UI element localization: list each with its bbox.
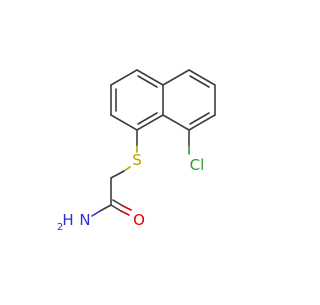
structure-canvas: S Cl O N H 2 — [57, 69, 216, 233]
bond-c4a-c5 — [162, 69, 190, 86]
bond-s-ch2 — [110, 170, 125, 179]
double-bond-c8a-c1 — [137, 112, 158, 125]
molecule-diagram: S Cl O N H 2 — [57, 69, 216, 233]
sulfur-label: S — [132, 151, 142, 169]
bond-c7-c8 — [188, 114, 216, 131]
bond-carbonyl-o-colored — [120, 210, 130, 216]
bond-c5-c6 — [188, 69, 216, 86]
amine-hydrogen-label: H — [62, 211, 73, 229]
double-bond-c5-c6 — [189, 75, 210, 88]
substituents — [91, 129, 190, 217]
bond-c8-c8a — [162, 114, 190, 131]
amine-hydrogen-subscript: 2 — [57, 222, 63, 233]
bond-carbonyl-o — [110, 204, 122, 212]
bond-carbonyl-n-colored — [91, 210, 101, 217]
bond-s-ch2-colored — [123, 166, 131, 172]
bond-c4-c4a — [136, 69, 164, 86]
atom-labels: S Cl O N H 2 — [57, 151, 205, 233]
double-bond-c7-c8 — [189, 112, 210, 125]
bond-carbonyl-n — [99, 204, 112, 212]
naphthalene-core — [110, 69, 216, 131]
chlorine-label: Cl — [190, 156, 205, 174]
double-bond-carbonyl-o — [112, 199, 124, 207]
nitrogen-label: N — [79, 211, 90, 229]
bond-c3-c4 — [110, 69, 138, 86]
double-bond-carbonyl-o-colored — [122, 205, 132, 211]
bond-c8a-c1 — [136, 114, 164, 131]
oxygen-label: O — [133, 211, 145, 229]
bond-c1-c2 — [110, 114, 138, 131]
double-bond-c4-c4a — [137, 75, 158, 88]
